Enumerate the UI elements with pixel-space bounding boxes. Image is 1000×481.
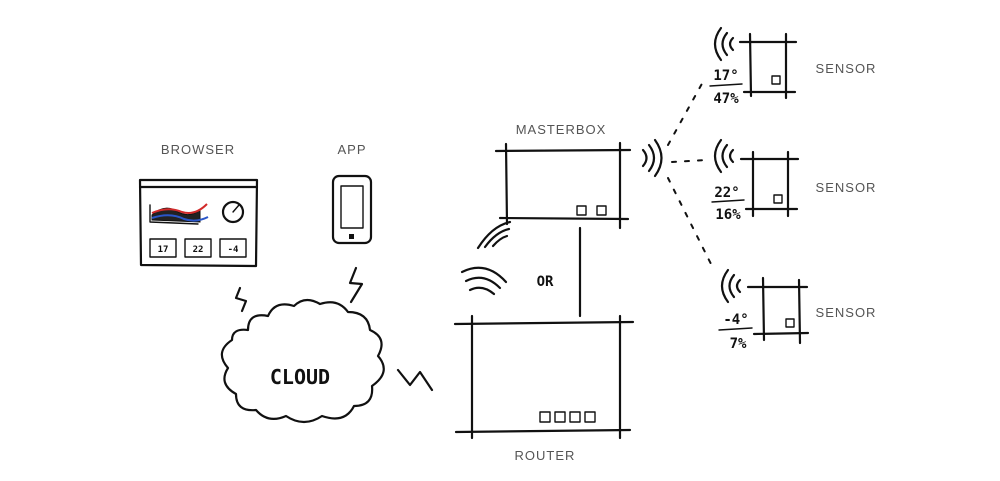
masterbox-label: MASTERBOX [516, 122, 607, 137]
browser-label: BROWSER [161, 142, 235, 157]
link-sensor-3 [667, 177, 715, 271]
browser-value-3: -4 [228, 245, 239, 255]
sensor-1-label: SENSOR [816, 61, 877, 76]
browser-chart-blue-line [151, 214, 209, 222]
router-device [453, 314, 635, 440]
sensor-3-humidity: 7% [730, 336, 747, 352]
cloud-label: CLOUD [270, 365, 330, 389]
browser-chart-red-line [151, 203, 208, 214]
link-sensor-1 [667, 79, 705, 146]
phone-icon [331, 174, 373, 245]
lightning-app-icon [348, 266, 364, 304]
link-sensor-2 [671, 159, 707, 163]
app-label: APP [337, 142, 366, 157]
sensor-1: 17° 47% [709, 26, 798, 107]
lightning-browser-icon [234, 286, 248, 313]
sensor-2-label: SENSOR [816, 180, 877, 195]
masterbox-device [494, 141, 632, 230]
router-label: ROUTER [515, 448, 576, 463]
wifi-sensor-1-icon [713, 26, 735, 62]
sensor-2: 22° 16% [711, 138, 800, 223]
browser-value-2: 22 [193, 245, 204, 255]
browser-gauge [221, 200, 245, 224]
wifi-sensor-2-icon [713, 138, 735, 174]
sensor-1-temperature: 17° [713, 68, 738, 84]
or-label: OR [537, 274, 554, 290]
wifi-router-icon [460, 266, 508, 296]
cloud-shape [220, 298, 385, 424]
sensor-1-humidity: 47% [713, 91, 739, 107]
browser-value-box [219, 238, 247, 258]
browser-value-box [184, 238, 212, 258]
wifi-masterbox-icon [641, 138, 663, 178]
wifi-sensor-3-icon [720, 268, 742, 304]
lightning-cloud-router-icon [396, 368, 434, 392]
browser-value-1: 17 [158, 245, 169, 255]
sensor-3-temperature: -4° [723, 312, 748, 328]
sensor-3-label: SENSOR [816, 305, 877, 320]
browser-value-box [149, 238, 177, 258]
wifi-masterbox-down-icon [476, 220, 512, 250]
browser-window: 17 22 -4 [138, 178, 259, 268]
sensor-2-temperature: 22° [714, 185, 739, 201]
sensor-3: -4° 7% [718, 268, 810, 352]
sensor-2-humidity: 16% [715, 207, 741, 223]
